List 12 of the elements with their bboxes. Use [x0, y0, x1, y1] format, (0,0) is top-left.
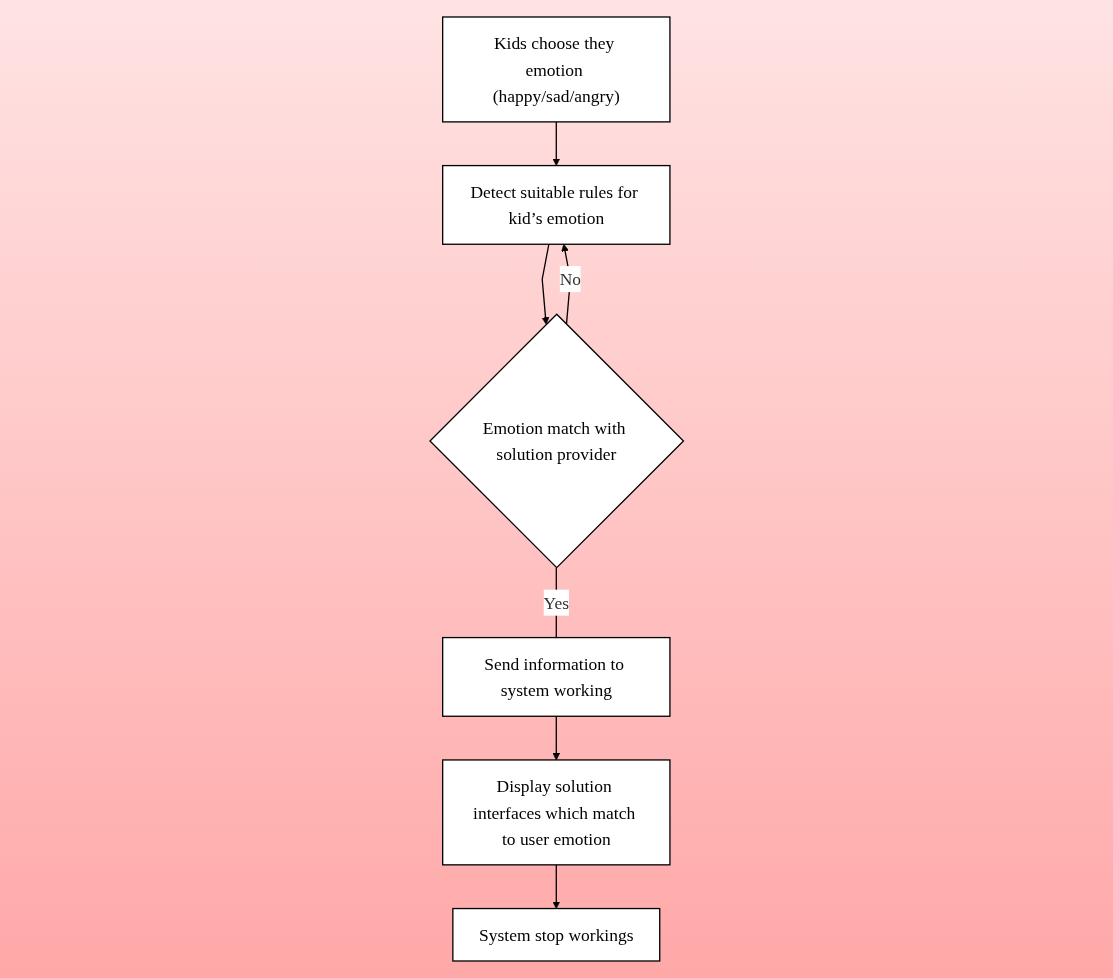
- edge-label: No: [559, 269, 581, 289]
- arrow: [552, 121, 560, 166]
- node-box: Send information to system working: [441, 636, 671, 717]
- arrow: [552, 715, 560, 761]
- node-box: Kids choose they emotion (happy/sad/angry): [441, 16, 671, 123]
- node-box: System stop workings: [451, 907, 661, 962]
- arrow: [552, 864, 560, 909]
- node-diamond: Emotion match with solution provider: [428, 313, 685, 569]
- arrow: [541, 243, 550, 325]
- node-box: Detect suitable rules for kid’s emotion: [441, 164, 671, 245]
- node-box: Display solution interfaces which match to user emotion: [441, 759, 671, 866]
- edge-label: Yes: [543, 593, 569, 613]
